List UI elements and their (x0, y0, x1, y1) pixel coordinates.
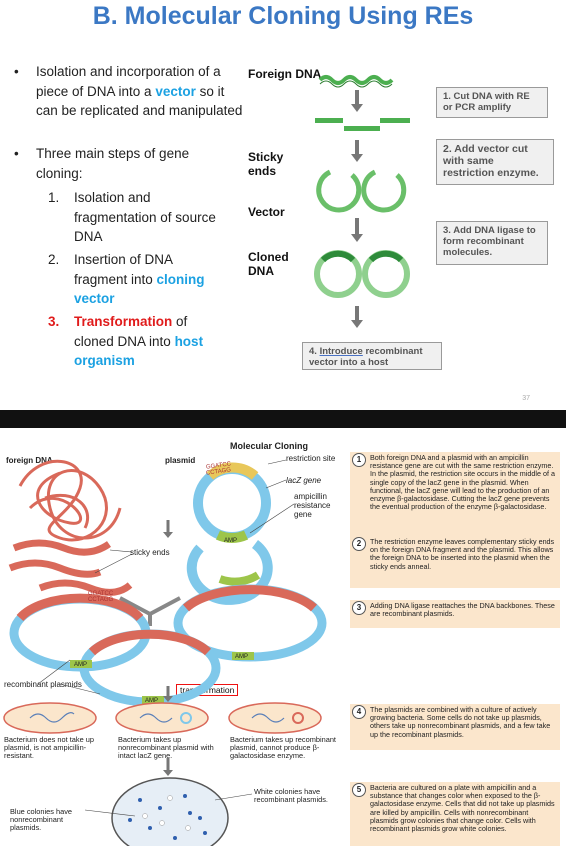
white-colonies-label: White colonies have recombinant plasmids… (254, 787, 328, 804)
step-2-highlight: cloning vector (74, 271, 205, 307)
bacterium (115, 702, 209, 734)
colonies (128, 794, 207, 840)
step-1-num: 1. (48, 190, 60, 205)
bullet-2: • Three main steps of gene cloning: (14, 144, 244, 183)
insert-segment (16, 593, 144, 622)
note-number: 1 (352, 453, 366, 467)
note-5: 5 Bacteria are cultured on a plate with … (350, 782, 560, 846)
foreign-dna-strand (319, 80, 393, 88)
note-number: 3 (352, 601, 366, 615)
step-3-num: 3. (48, 314, 60, 329)
divider (0, 410, 566, 428)
note-number: 4 (352, 705, 366, 719)
bacterium (3, 702, 97, 734)
step-2-num: 2. (48, 252, 60, 267)
open-vector-right (361, 169, 407, 213)
lacz-segment (206, 462, 259, 480)
foreign-fragment (12, 539, 112, 556)
insert-segment (88, 629, 212, 656)
petri-dish (111, 777, 229, 846)
molecular-cloning-figure: Molecular Cloning foreign DNA plasmid re… (0, 428, 566, 846)
label-plasmid: plasmid (165, 456, 196, 465)
slide-title: B. Molecular Cloning Using REs (92, 2, 474, 30)
amp-segment (218, 571, 261, 586)
bacterium (228, 702, 322, 734)
label-foreign-dna: Foreign DNA (248, 67, 322, 81)
open-vector-left (316, 169, 362, 213)
note-text: Bacteria are cultured on a plate with am… (370, 783, 555, 834)
label-vector: Vector (248, 205, 285, 219)
step-box-4-pre: 4. (309, 346, 320, 357)
insert-segment (368, 250, 404, 263)
step-2: 2. Insertion of DNA fragment into clonin… (14, 250, 244, 309)
bacterium-1-caption: Bacterium does not take up plasmid, is n… (4, 735, 94, 760)
amp-label: AMP (74, 662, 88, 668)
bullet-1-pre: Isolation and incorporation of a piece o… (36, 64, 221, 99)
cloning-figure-art (3, 459, 327, 846)
insert-segment (182, 585, 318, 612)
dna-fragment (344, 126, 380, 131)
step-3-highlight-2: host organism (74, 333, 204, 369)
open-plasmid (186, 540, 273, 605)
bullet-1-post: so it can be replicated and manipulated (36, 83, 243, 119)
step-3-highlight: Transformation (74, 314, 173, 329)
amp-label: AMP (224, 538, 238, 544)
bullet-1: • Isolation and incorporation of a piece… (14, 62, 244, 121)
label-sticky-ends: Sticky ends (248, 150, 284, 178)
dna-fragment (315, 118, 343, 123)
step-3-mid: of cloned DNA into (74, 314, 188, 349)
note-text: The plasmids are combined with a culture… (370, 705, 551, 739)
bullet-2-text: Three main steps of gene cloning: (36, 146, 190, 181)
step-box-3: 3. Add DNA ligase to form recombinant mo… (436, 221, 548, 265)
label-cloned-dna: Cloned DNA (248, 250, 289, 278)
slide: B. Molecular Cloning Using REs • Isolati… (0, 0, 566, 410)
note-4: 4 The plasmids are combined with a cultu… (350, 704, 560, 750)
bacterium-2-caption: Bacterium takes up nonrecombinant plasmi… (118, 735, 214, 760)
label-sticky-ends: sticky ends (130, 548, 170, 557)
foreign-fragment (8, 559, 102, 578)
insert-segment (320, 250, 356, 263)
note-1: 1 Both foreign DNA and a plasmid with an… (350, 452, 560, 538)
label-recombinant-plasmids: recombinant plasmids (4, 680, 82, 689)
bacterium-3-caption: Bacterium takes up recombinant plasmid, … (230, 735, 336, 760)
step-1-text: Isolation and fragmentation of source DN… (74, 190, 216, 244)
step-box-4: 4. Introduce recombinant vector into a h… (302, 342, 442, 370)
note-text: The restriction enzyme leaves complement… (370, 537, 555, 571)
note-number: 5 (352, 783, 366, 797)
label-ampicillin-gene: ampicillin resistance gene (294, 492, 331, 519)
seq-label: CCTAGG (88, 597, 114, 603)
amp-segment (215, 530, 249, 544)
step-1: 1. Isolation and fragmentation of source… (14, 188, 244, 247)
step-box-1: 1. Cut DNA with RE or PCR amplify (436, 87, 548, 118)
note-number: 2 (352, 537, 366, 551)
note-3: 3 Adding DNA ligase reattaches the DNA b… (350, 600, 560, 628)
note-2: 2 The restriction enzyme leaves compleme… (350, 536, 560, 588)
bullet-dot: • (14, 146, 19, 161)
note-text: Both foreign DNA and a plasmid with an a… (370, 453, 555, 512)
dna-fragment (380, 118, 410, 123)
cloning-steps-diagram (314, 75, 410, 328)
step-box-2: 2. Add vector cut with same restriction … (436, 139, 554, 185)
amp-label: AMP (235, 654, 249, 660)
step-2-pre: Insertion of DNA fragment into (74, 252, 173, 287)
foreign-fragment (38, 579, 133, 596)
figure-title: Molecular Cloning (230, 441, 309, 451)
label-foreign-dna: foreign DNA (6, 456, 53, 465)
bullet-dot: • (14, 64, 19, 79)
amp-label: AMP (145, 698, 159, 704)
foreign-dna-tangle (18, 459, 122, 542)
label-lacz-gene: lacZ gene (286, 476, 322, 485)
foreign-dna-strand (318, 75, 394, 85)
note-text: Adding DNA ligase reattaches the DNA bac… (370, 601, 555, 619)
page-number: 37 (522, 395, 530, 402)
step-box-4-post: recombinant vector into a host (309, 346, 423, 368)
step-3: 3. Transformation of cloned DNA into hos… (14, 312, 244, 371)
step-box-4-underlined: Introduce (319, 346, 363, 357)
plasmid-ring (193, 464, 271, 542)
bullet-1-vector: vector (155, 83, 196, 99)
label-restriction-site: restriction site (286, 454, 336, 463)
blue-colonies-label: Blue colonies have nonrecombinant plasmi… (10, 807, 73, 832)
seq-label: GGATCC (88, 591, 114, 597)
